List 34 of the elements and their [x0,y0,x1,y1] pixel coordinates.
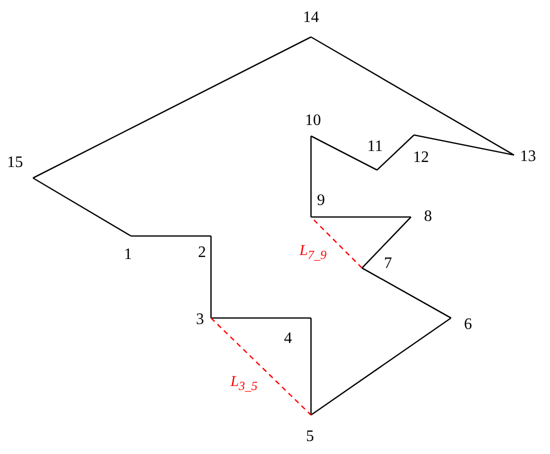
vertex-label: 13 [520,149,536,165]
vertex-label: 12 [413,150,429,166]
vertex-label: 6 [464,317,472,333]
polygon-edge [310,135,378,171]
vertex-label: 7 [384,256,392,272]
dashed-line [310,216,362,268]
polygon-edge [32,177,132,237]
polygon-edge [310,136,312,217]
polygon-edge [311,216,411,218]
polygon-edge [211,317,311,319]
vertex-label: 2 [198,245,206,261]
polygon-edge [376,134,414,170]
vertex-label: 4 [284,331,292,347]
vertex-label: 3 [196,312,204,328]
vertex-label: 9 [317,193,325,209]
polygon-edge [32,36,312,179]
polygon-edge [210,236,212,318]
edge-label: L$_{7_9}$ [298,243,328,263]
polygon-edge [131,235,211,237]
polygon-edge [362,216,412,268]
vertex-label: 10 [305,113,321,129]
dashed-line [210,318,312,416]
polygon-edge [310,318,312,415]
vertex-label: 14 [303,10,319,26]
vertex-label: 11 [367,139,383,155]
polygon-edge [310,36,514,156]
vertex-label: 8 [424,209,432,225]
vertex-label: 1 [124,247,132,263]
vertex-label: 15 [7,155,23,171]
polygon-edge [414,134,514,156]
vertex-label: 5 [306,429,314,445]
polygon-edge [362,267,452,319]
polygon-edge [310,317,452,416]
edge-label: L$_{3_5}$ [229,374,259,394]
